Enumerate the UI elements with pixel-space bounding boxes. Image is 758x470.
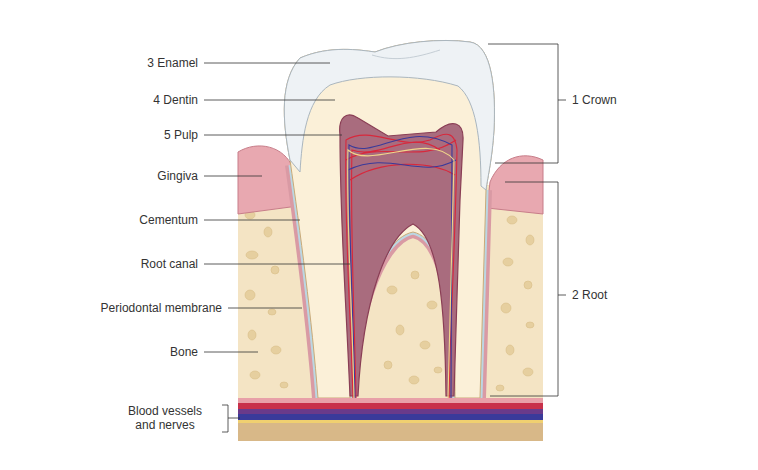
part-label: Cementum — [139, 213, 198, 227]
part-label: Bone — [170, 345, 198, 359]
part-label: 3 Enamel — [147, 56, 198, 70]
vessel-band — [238, 398, 543, 403]
part-label: 5 Pulp — [164, 128, 198, 142]
part-label: Gingiva — [157, 169, 198, 183]
leader-lines — [204, 44, 566, 432]
pulp-vessels — [346, 134, 457, 398]
enamel-fissure — [372, 50, 440, 59]
vessel — [238, 409, 543, 414]
part-label: Periodontal membrane — [101, 301, 222, 315]
dentin — [284, 40, 494, 398]
part-label: 4 Dentin — [153, 93, 198, 107]
gingiva — [487, 156, 543, 214]
region-label: 2 Root — [572, 288, 607, 302]
part-label: Root canal — [141, 257, 198, 271]
part-label: Blood vessels and nerves — [119, 404, 211, 432]
tissue — [238, 423, 543, 441]
nerve — [238, 420, 543, 423]
pulp — [340, 115, 463, 396]
vein — [238, 414, 543, 420]
artery — [238, 403, 543, 409]
region-label: 1 Crown — [572, 93, 617, 107]
